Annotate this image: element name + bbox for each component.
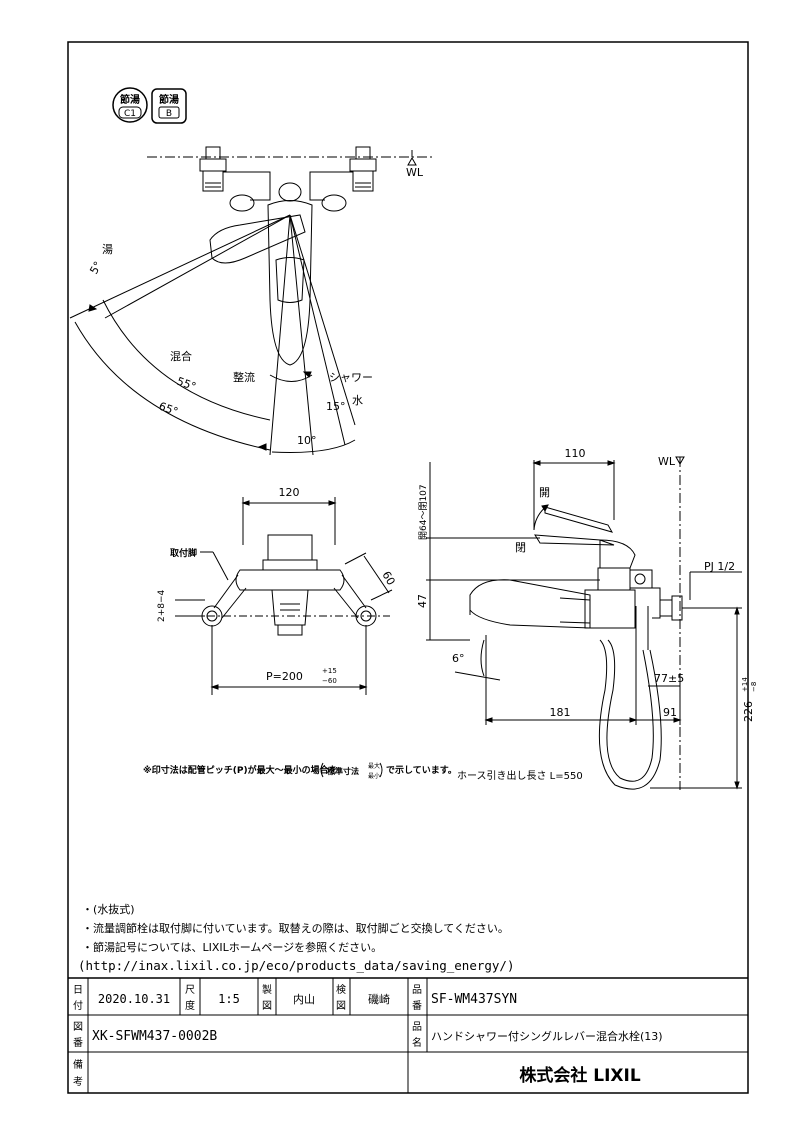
date-label-1: 日 <box>73 985 83 996</box>
footnote-after: で示しています。 <box>386 765 457 776</box>
scale-label-1: 尺 <box>185 984 195 996</box>
drawing-no-label-2: 番 <box>73 1037 83 1049</box>
date-value: 2020.10.31 <box>98 992 170 1006</box>
company-name: 株式会社 LIXIL <box>519 1065 641 1086</box>
title-block <box>68 977 748 1093</box>
product-name-label-2: 名 <box>412 1036 422 1049</box>
angle-55-label: 55° <box>175 375 198 394</box>
product-no: SF-WM437SYN <box>431 992 517 1007</box>
dim-47: 47 <box>416 594 429 608</box>
footnote-paren-label: 標準寸法 <box>327 766 359 776</box>
side-wl-label: WL <box>658 455 676 468</box>
angle-65-label: 65° <box>157 400 180 419</box>
drawing-no-label-1: 図 <box>73 1021 83 1033</box>
dim-60: 60 <box>379 569 397 588</box>
top-wl-label: WL <box>406 166 424 179</box>
drawn-label-2: 図 <box>262 1000 272 1012</box>
remarks-label-1: 備 <box>73 1058 83 1071</box>
badge-b-top: 節湯 <box>159 93 179 106</box>
water-label: 水 <box>352 394 363 407</box>
dim-91: 91 <box>663 706 677 719</box>
scale-value: 1:5 <box>218 992 240 1006</box>
dim-side: 2+8−4 <box>157 589 167 622</box>
hose-length: ホース引き出し長さ L=550 <box>457 769 583 782</box>
drawn-value: 内山 <box>293 992 315 1006</box>
toritsuke-label: 取付脚 <box>170 547 197 559</box>
angle-5-label: 5° <box>87 259 105 276</box>
dim-226-tol-minus: −8 <box>750 682 758 692</box>
drawing-no: XK-SFWM437-0002B <box>92 1029 217 1044</box>
badge-b-bottom: B <box>166 109 172 119</box>
product-name-label-1: 品 <box>412 1021 422 1033</box>
saving-badge-c1: 節湯 C1 <box>112 87 148 123</box>
mix-label: 混合 <box>170 349 192 363</box>
note-line-4: (http://inax.lixil.co.jp/eco/products_da… <box>78 958 515 973</box>
dim-226-tol-plus: +14 <box>741 677 749 692</box>
range-label: 開64〜閉107 <box>418 484 429 540</box>
footnote-paren-top: 最大 <box>368 762 380 770</box>
open-label: 開 <box>539 486 550 499</box>
footnote-paren-bottom: 最小 <box>368 772 380 780</box>
dim-77: 77±5 <box>654 672 684 685</box>
dim-120: 120 <box>279 486 300 499</box>
dim-226: 226 <box>742 701 755 722</box>
badge-c1-top: 節湯 <box>120 93 140 106</box>
front-view-drawing <box>175 497 393 695</box>
hot-label: 湯 <box>102 243 113 256</box>
dim-181: 181 <box>550 706 571 719</box>
product-no-label-2: 番 <box>412 1000 422 1012</box>
note-line-3: ・節湯記号については、LIXILホームページを参照ください。 <box>82 940 382 954</box>
product-no-label-1: 品 <box>412 984 422 996</box>
date-label-2: 付 <box>73 999 83 1012</box>
angle-10-label: 10° <box>297 434 317 447</box>
badge-c1-bottom: C1 <box>124 109 136 119</box>
check-label-2: 図 <box>336 1000 346 1012</box>
dim-110: 110 <box>565 447 586 460</box>
remarks-label-2: 考 <box>73 1076 83 1088</box>
shower-label: シャワー <box>329 371 373 384</box>
pitch-tol-minus: −60 <box>322 677 337 685</box>
product-name: ハンドシャワー付シングルレバー混合水栓(13) <box>431 1029 663 1043</box>
note-line-2: ・流量調節栓は取付脚に付いています。取替えの際は、取付脚ごと交換してください。 <box>82 921 509 935</box>
pitch-tol-plus: +15 <box>322 667 337 675</box>
top-view-drawing <box>69 146 432 456</box>
pj-label: PJ 1/2 <box>704 560 735 573</box>
sheet-frame <box>67 41 749 1094</box>
check-label-1: 検 <box>336 983 346 996</box>
side-view-drawing <box>426 456 742 790</box>
pitch-label: P=200 <box>266 670 303 683</box>
angle-15-label: 15° <box>326 400 346 413</box>
drawn-label-1: 製 <box>262 983 272 996</box>
note-line-1: ・(水抜式) <box>82 902 135 916</box>
footnote-before: ※印寸法は配管ピッチ(P)が最大〜最小の場合を <box>143 764 338 776</box>
close-label: 閉 <box>515 541 526 554</box>
check-value: 磯崎 <box>368 992 390 1006</box>
seiryu-label: 整流 <box>233 370 255 384</box>
saving-badge-b: 節湯 B <box>151 88 187 124</box>
pitch-footnote: ※印寸法は配管ピッチ(P)が最大〜最小の場合を 標準寸法 最大 最小 で示してい… <box>143 762 583 782</box>
angle-6-label: 6° <box>452 652 465 665</box>
scale-label-2: 度 <box>185 999 195 1012</box>
